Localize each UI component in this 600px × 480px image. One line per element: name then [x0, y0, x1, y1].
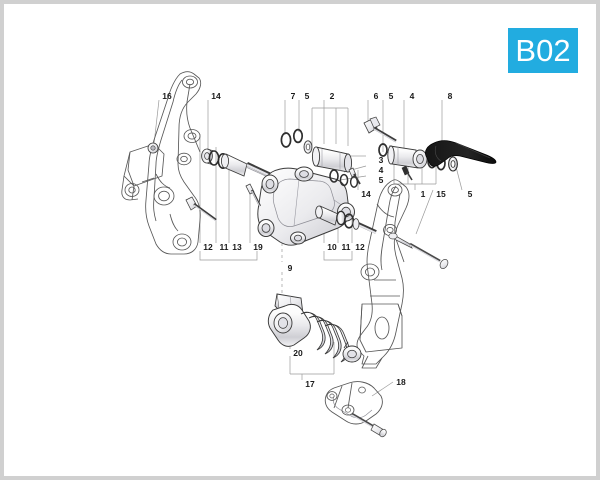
bolt-19 — [245, 183, 261, 208]
part-label-5a: 5 — [304, 91, 310, 101]
shock-absorber — [267, 293, 362, 363]
diagram-canvas: 16 14 7 5 2 6 5 4 8 3 4 5 14 1 15 5 12 1… — [4, 4, 596, 476]
part-label-12b: 12 — [355, 242, 365, 252]
link-plate — [324, 381, 383, 425]
section-badge-label: B02 — [515, 33, 571, 68]
ring-7 — [280, 132, 292, 148]
part-label-17: 17 — [305, 379, 315, 389]
diagram-artwork — [121, 71, 497, 438]
ring-5b — [378, 143, 388, 157]
part-label-4b: 4 — [378, 165, 384, 175]
part-label-5c: 5 — [378, 175, 384, 185]
part-label-10: 10 — [327, 242, 337, 252]
part-label-3: 3 — [378, 155, 384, 165]
part-label-7: 7 — [290, 91, 296, 101]
part-label-1: 1 — [420, 189, 426, 199]
bolt-6 — [363, 116, 397, 161]
part-label-11a: 11 — [219, 242, 229, 252]
part-label-6: 6 — [373, 91, 379, 101]
ring-5c — [349, 176, 359, 188]
part-label-9: 9 — [287, 263, 293, 273]
left-frame-bracket — [121, 71, 202, 255]
bolt-13b — [185, 196, 217, 222]
part-label-20: 20 — [293, 348, 303, 358]
part-label-14a: 14 — [211, 91, 221, 101]
part-label-19: 19 — [253, 242, 263, 252]
long-bolt — [388, 232, 449, 270]
part-label-2: 2 — [329, 91, 335, 101]
section-badge: B02 — [508, 28, 578, 73]
ring-3 — [329, 169, 339, 183]
lower-shaft — [315, 205, 377, 234]
part-label-15: 15 — [436, 189, 446, 199]
black-wedge — [425, 140, 497, 167]
part-label-18: 18 — [396, 377, 406, 387]
rod-end-assembly-1 — [387, 145, 458, 181]
part-label-5d: 5 — [467, 189, 473, 199]
right-frame-bracket — [356, 179, 410, 369]
part-label-12a: 12 — [203, 242, 213, 252]
bolt-16 — [147, 142, 159, 154]
ring-5a — [292, 128, 304, 144]
part-label-11b: 11 — [341, 242, 351, 252]
coil-spring — [300, 311, 350, 363]
part-label-5b: 5 — [388, 91, 394, 101]
part-label-8: 8 — [447, 91, 453, 101]
upper-sleeve-assembly — [280, 128, 361, 188]
part-label-16: 16 — [162, 91, 172, 101]
part-label-14b: 14 — [361, 189, 371, 199]
part-label-13: 13 — [232, 242, 242, 252]
ring-4 — [339, 173, 349, 187]
part-label-4a: 4 — [409, 91, 415, 101]
bolt-18 — [351, 412, 387, 438]
